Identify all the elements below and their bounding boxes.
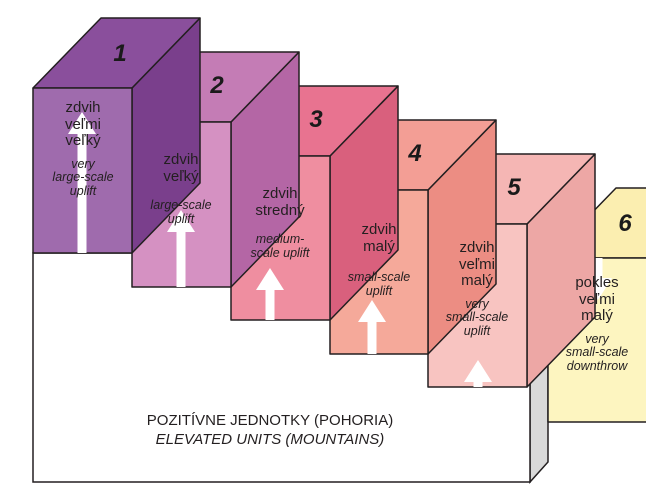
- block-4-en-2: uplift: [365, 283, 393, 298]
- block-2-sk-2: veľký: [163, 167, 199, 185]
- block-5-sk-2: veľmi: [458, 255, 496, 273]
- block-4-sk-1: zdvih: [361, 221, 397, 238]
- block-2-arrow-icon: [167, 210, 195, 287]
- block-5-en-3: uplift: [463, 324, 491, 338]
- block-1-labels: zdvih veľmi veľký very large-scale uplif…: [34, 99, 132, 199]
- block-2-en-1: large-scale: [150, 198, 212, 212]
- block-6-sk-1: pokles: [575, 274, 619, 291]
- block-5-en-1: very: [465, 296, 489, 311]
- block-6-sk-2: veľmi: [578, 290, 616, 308]
- block-4-sk-2: malý: [363, 237, 395, 255]
- caption: POZITÍVNE JEDNOTKY (POHORIA) ELEVATED UN…: [60, 412, 480, 450]
- uplift-diagram: 1 2 3 4 5 6 zdvih veľmi veľký very large…: [32, 17, 646, 484]
- block-number-2: 2: [210, 72, 224, 99]
- block-3-sk-1: zdvih: [262, 185, 298, 202]
- block-5-arrow-icon: [464, 360, 492, 387]
- block-3-en-1: medium-: [255, 232, 305, 246]
- block-number-6: 6: [618, 210, 632, 237]
- block-6-labels: pokles veľmi malý very small-scale downt…: [548, 274, 646, 374]
- block-5-sk-3: malý: [461, 272, 493, 289]
- block-6-arrow-icon: [584, 258, 612, 300]
- block-4-labels: zdvih malý small-scale uplift: [330, 221, 428, 299]
- block-1-en-3: uplift: [69, 184, 97, 198]
- block-1-sk-1: zdvih: [65, 99, 101, 116]
- block-1-sk-3: veľký: [65, 132, 101, 149]
- caption-line-2: ELEVATED UNITS (MOUNTAINS): [155, 430, 385, 448]
- block-6-en-2: small-scale: [565, 345, 629, 360]
- block-number-3: 3: [309, 106, 323, 133]
- caption-line-1: POZITÍVNE JEDNOTKY (POHORIA): [146, 412, 394, 429]
- block-2-sk-1: zdvih: [163, 151, 199, 168]
- block-3-labels: zdvih stredný medium- scale uplift: [231, 185, 329, 261]
- block-3-sk-2: stredný: [255, 201, 305, 219]
- block-1-en-2: large-scale: [52, 170, 114, 185]
- block-3-en-2: scale uplift: [250, 245, 310, 260]
- block-5-sk-1: zdvih: [459, 239, 495, 256]
- block-1-sk-2: veľmi: [64, 115, 102, 133]
- block-4-arrow-icon: [358, 300, 386, 354]
- block-2-labels: zdvih veľký large-scale uplift: [132, 151, 230, 227]
- block-2-en-2: uplift: [167, 211, 195, 226]
- block-1-en-1: very: [71, 156, 95, 171]
- block-number-4: 4: [408, 140, 422, 167]
- block-6-en-3: downthrow: [566, 359, 628, 373]
- block-1-arrow-icon: [68, 112, 96, 253]
- block-6-sk-3: malý: [581, 307, 613, 324]
- block-5-labels: zdvih veľmi malý very small-scale uplift: [428, 239, 526, 339]
- block-1: [32, 17, 201, 254]
- block-3-arrow-icon: [256, 268, 284, 320]
- block-number-1: 1: [113, 40, 127, 67]
- block-number-5: 5: [507, 174, 521, 201]
- diagram-canvas: [32, 17, 646, 484]
- block-6-en-1: very: [585, 331, 609, 346]
- block-4-en-1: small-scale: [347, 270, 411, 284]
- blocks-layer: [32, 17, 646, 423]
- block-5-en-2: small-scale: [445, 310, 509, 325]
